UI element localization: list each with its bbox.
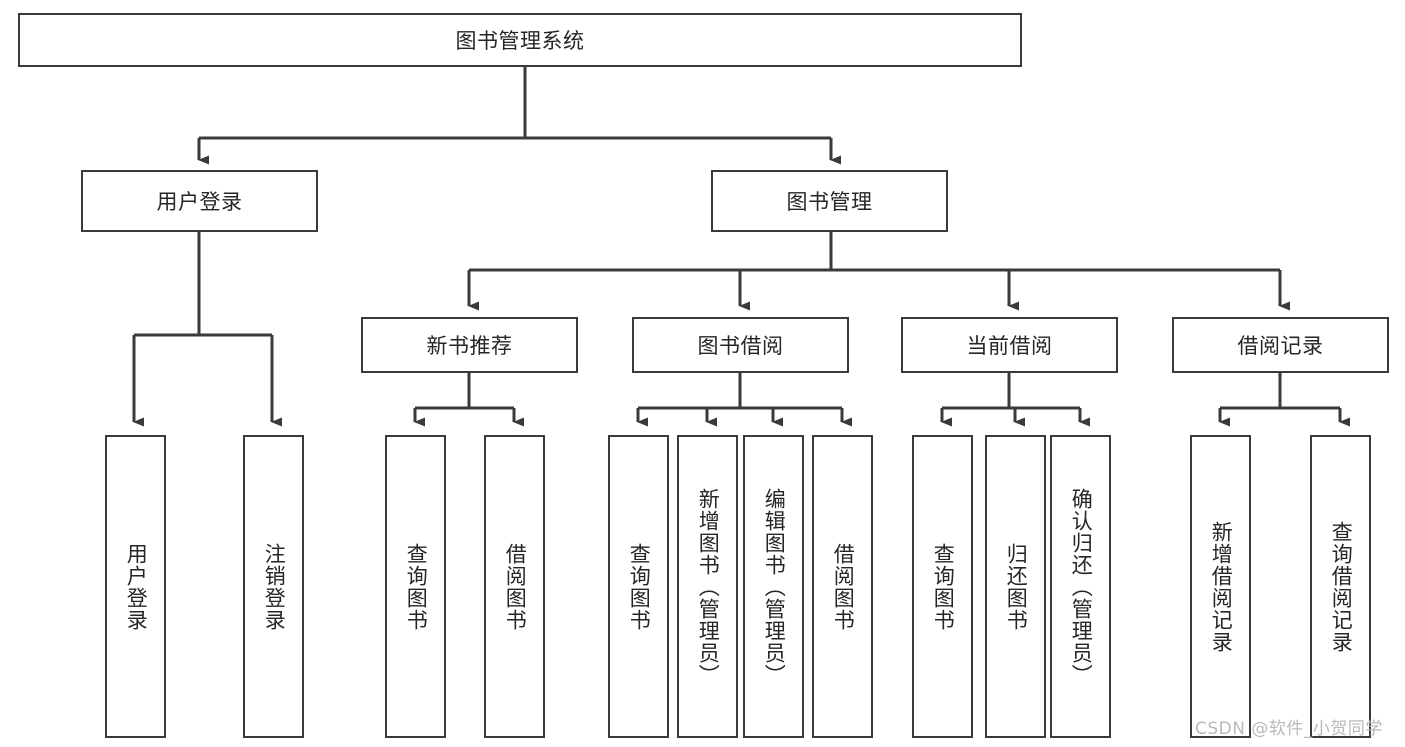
leaf-borrow-book-recommend[interactable]: 借阅图书 (484, 435, 545, 738)
leaf-return-book[interactable]: 归还图书 (985, 435, 1046, 738)
leaf-add-borrow-record[interactable]: 新增借阅记录 (1190, 435, 1251, 738)
leaf-label: 借阅图书 (831, 542, 856, 631)
leaf-label: 归还图书 (1004, 542, 1029, 631)
leaf-label: 确认归还（管理员） (1069, 487, 1094, 686)
leaf-confirm-return-admin[interactable]: 确认归还（管理员） (1050, 435, 1111, 738)
node-book-borrow[interactable]: 图书借阅 (632, 317, 849, 373)
leaf-label: 借阅图书 (503, 542, 528, 631)
leaf-borrow-book[interactable]: 借阅图书 (812, 435, 873, 738)
leaf-label: 查询图书 (404, 542, 429, 631)
leaf-label: 新增图书（管理员） (696, 487, 721, 686)
node-borrow-record[interactable]: 借阅记录 (1172, 317, 1389, 373)
leaf-query-book-recommend[interactable]: 查询图书 (385, 435, 446, 738)
leaf-edit-book-admin[interactable]: 编辑图书（管理员） (743, 435, 804, 738)
leaf-query-book-current[interactable]: 查询图书 (912, 435, 973, 738)
node-book-management[interactable]: 图书管理 (711, 170, 948, 232)
leaf-query-book-borrow[interactable]: 查询图书 (608, 435, 669, 738)
leaf-label: 新增借阅记录 (1209, 520, 1234, 653)
leaf-user-login[interactable]: 用户登录 (105, 435, 166, 738)
leaf-label: 查询图书 (931, 542, 956, 631)
leaf-query-borrow-record[interactable]: 查询借阅记录 (1310, 435, 1371, 738)
node-new-book-recommend[interactable]: 新书推荐 (361, 317, 578, 373)
csdn-watermark: CSDN @软件_小贺同学 (1195, 719, 1383, 739)
leaf-label: 注销登录 (262, 542, 287, 631)
node-current-borrow[interactable]: 当前借阅 (901, 317, 1118, 373)
node-user-login[interactable]: 用户登录 (81, 170, 318, 232)
leaf-label: 查询图书 (627, 542, 652, 631)
leaf-label: 查询借阅记录 (1329, 520, 1354, 653)
leaf-add-book-admin[interactable]: 新增图书（管理员） (677, 435, 738, 738)
leaf-label: 用户登录 (124, 542, 149, 631)
leaf-label: 编辑图书（管理员） (762, 487, 787, 686)
leaf-logout[interactable]: 注销登录 (243, 435, 304, 738)
node-root[interactable]: 图书管理系统 (18, 13, 1022, 67)
